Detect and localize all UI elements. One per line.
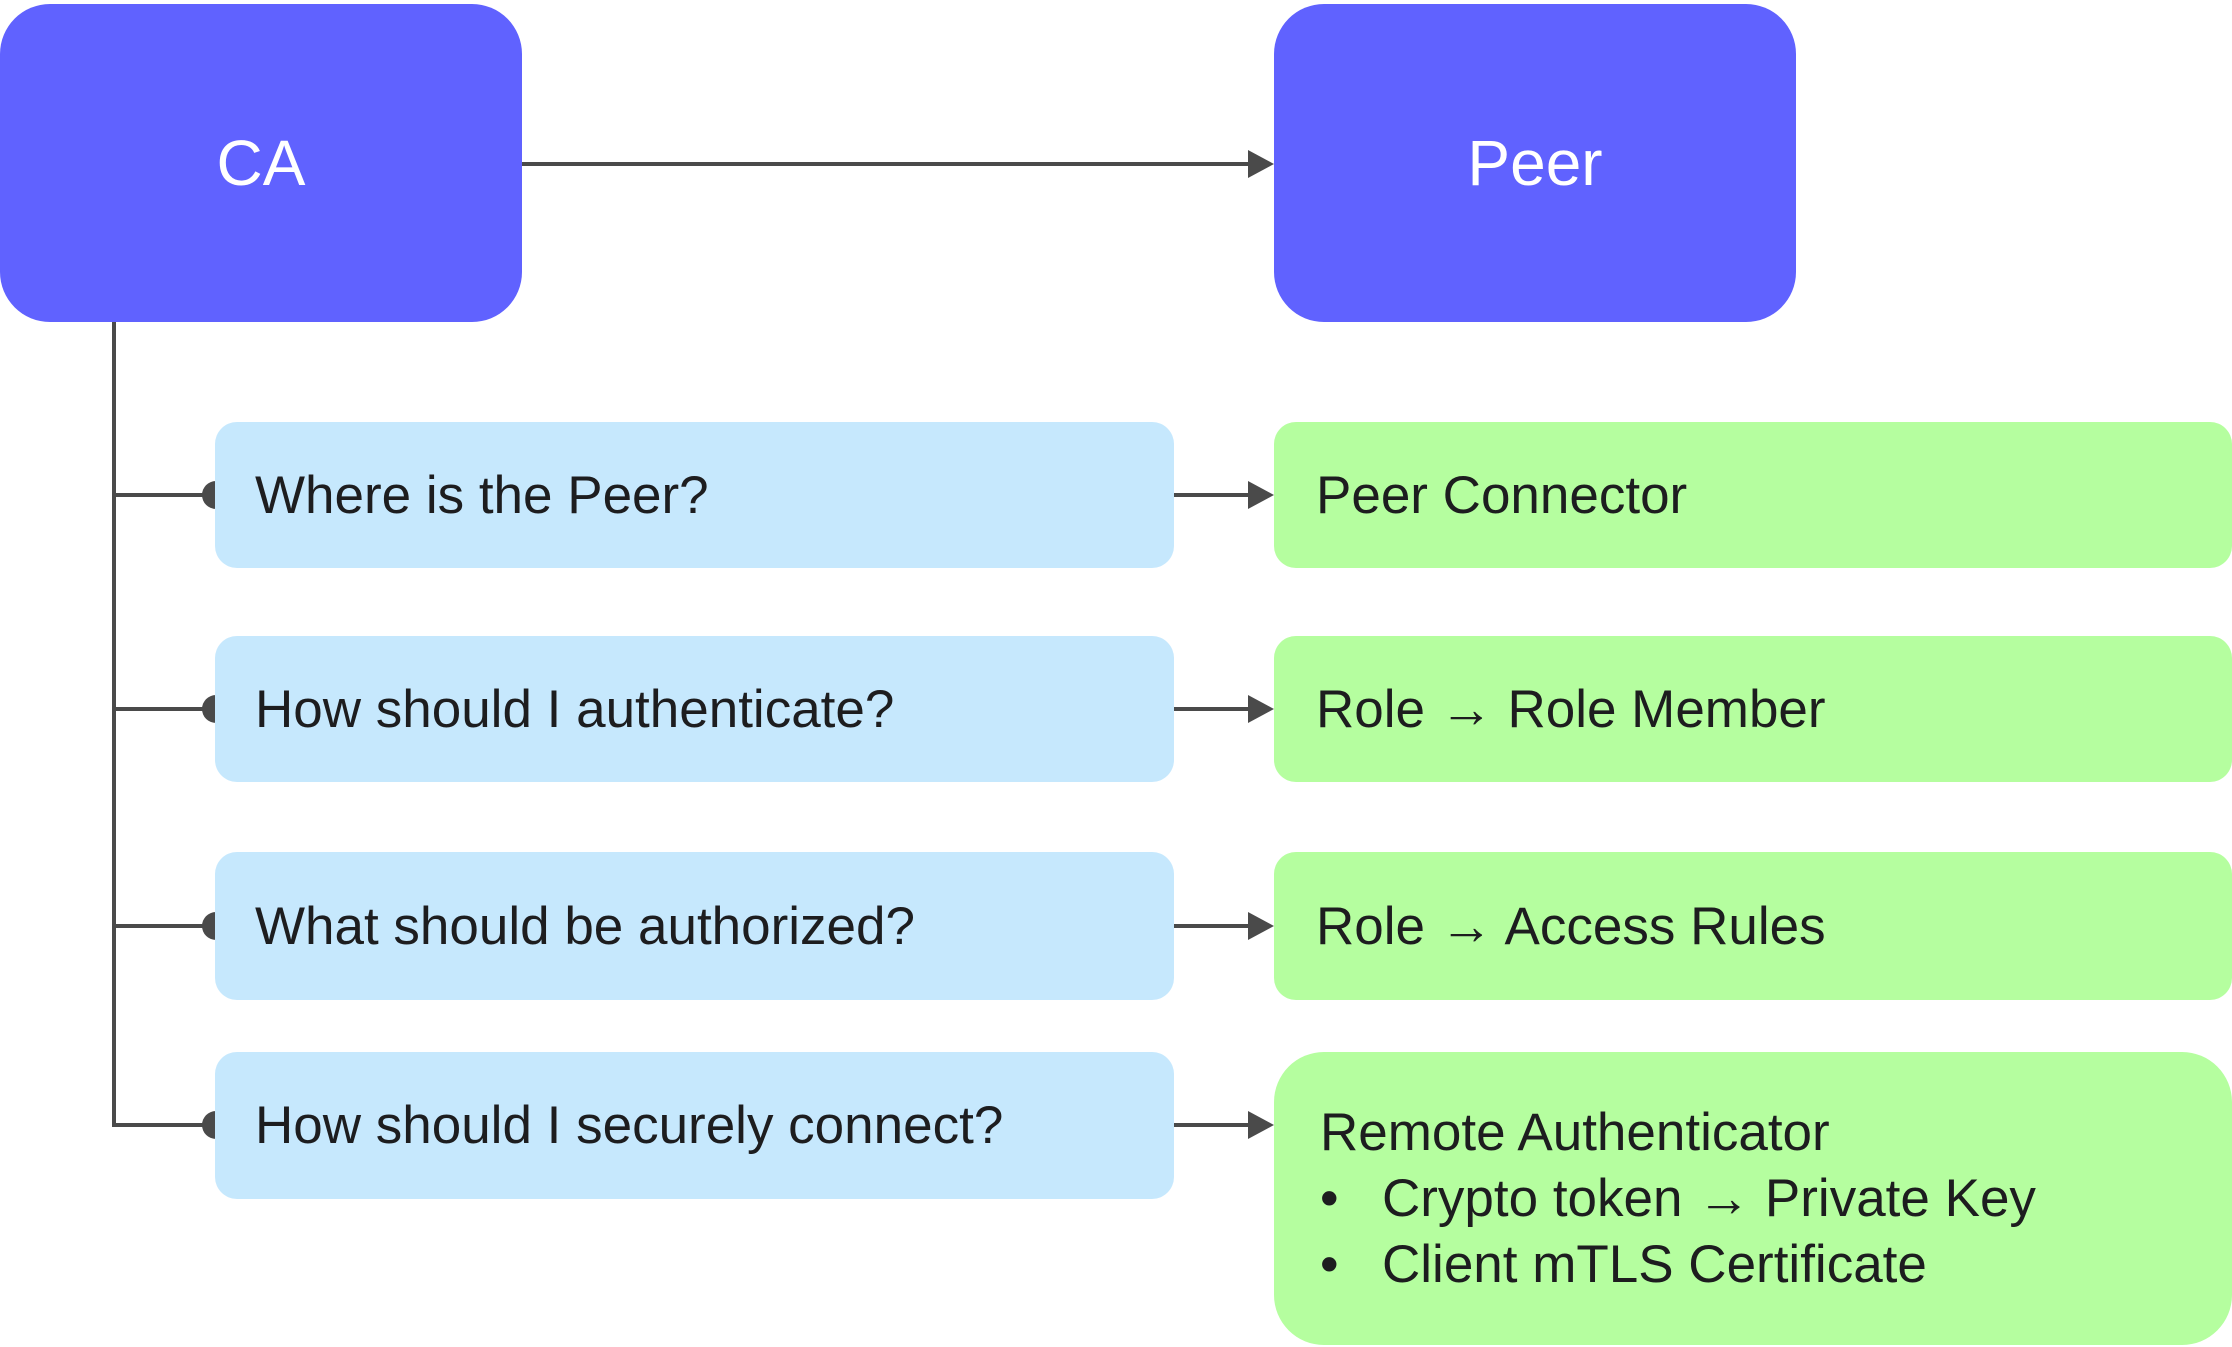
peer-label: Peer bbox=[1467, 127, 1603, 199]
qa-arrowhead-1 bbox=[1248, 481, 1274, 509]
answer-node-1: Peer Connector bbox=[1274, 422, 2232, 568]
bullet-text-2: Client mTLS Certificate bbox=[1382, 1235, 1927, 1294]
qa-arrowhead-2 bbox=[1248, 695, 1274, 723]
bullet-text-1: Crypto token → Private Key bbox=[1382, 1169, 2036, 1228]
qa-arrowhead-4 bbox=[1248, 1111, 1274, 1139]
answer-label-3: Role → Access Rules bbox=[1316, 896, 1826, 956]
bullet-item-2: • Client mTLS Certificate bbox=[1320, 1232, 2232, 1298]
ca-to-peer-arrowhead bbox=[1248, 150, 1274, 178]
bullet-marker-1: • bbox=[1320, 1169, 1339, 1228]
ca-label: CA bbox=[216, 127, 306, 199]
answer-node-3: Role → Access Rules bbox=[1274, 852, 2232, 1000]
ca-node: CA bbox=[0, 4, 522, 322]
question-node-1: Where is the Peer? bbox=[215, 422, 1174, 568]
question-node-3: What should be authorized? bbox=[215, 852, 1174, 1000]
question-label-3: What should be authorized? bbox=[255, 896, 915, 956]
peer-node: Peer bbox=[1274, 4, 1796, 322]
bullet-marker-2: • bbox=[1320, 1235, 1339, 1294]
question-label-2: How should I authenticate? bbox=[255, 679, 895, 739]
question-node-2: How should I authenticate? bbox=[215, 636, 1174, 782]
answer-node-2: Role → Role Member bbox=[1274, 636, 2232, 782]
answer-label-1: Peer Connector bbox=[1316, 465, 1688, 525]
answer-label-2: Role → Role Member bbox=[1316, 679, 1826, 739]
question-label-1: Where is the Peer? bbox=[255, 465, 709, 525]
answer-node-4: Remote Authenticator • Crypto token → Pr… bbox=[1274, 1052, 2232, 1345]
answer-title-4: Remote Authenticator bbox=[1320, 1103, 1830, 1162]
qa-arrowhead-3 bbox=[1248, 912, 1274, 940]
bullet-item-1: • Crypto token → Private Key bbox=[1320, 1166, 2232, 1232]
question-label-4: How should I securely connect? bbox=[255, 1096, 1004, 1155]
question-node-4: How should I securely connect? bbox=[215, 1052, 1174, 1199]
